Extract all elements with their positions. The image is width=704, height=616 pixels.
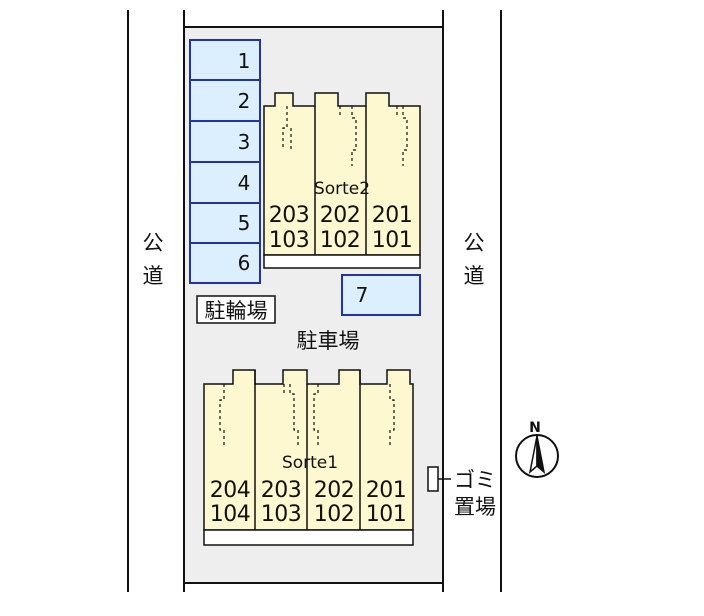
- parking-space-2: [189, 79, 261, 122]
- parking-space-label-5: 5: [238, 211, 251, 235]
- unit-204: 204: [210, 478, 251, 503]
- building-sorte1-balcony: [203, 529, 414, 546]
- right-road-label-2: 道: [464, 264, 485, 288]
- unit-203: 203: [269, 203, 310, 228]
- unit-202: 202: [320, 203, 361, 228]
- unit-203: 203: [261, 478, 302, 503]
- parking-space-label-6: 6: [238, 251, 251, 275]
- garbage-label-2: 置場: [454, 495, 496, 519]
- garbage-label-1: ゴミ: [454, 468, 496, 492]
- left-road-label-1: 公: [143, 231, 164, 255]
- parking-space-6: [189, 242, 261, 284]
- parking-space-label-1: 1: [238, 49, 251, 73]
- building-sorte1-interior: [219, 384, 395, 445]
- unit-103: 103: [261, 502, 302, 527]
- right-road-label-1: 公: [464, 231, 485, 255]
- building-sorte1: Sorte1 204 104 203 103 202 102 201 101: [203, 369, 414, 546]
- unit-201: 201: [366, 478, 407, 503]
- unit-202: 202: [314, 478, 355, 503]
- unit-201: 201: [372, 203, 413, 228]
- parking-space-7: [341, 274, 421, 316]
- building-sorte2: Sorte2 203 103 202 102 201 101: [263, 92, 421, 269]
- unit-104: 104: [210, 502, 251, 527]
- parking-space-label-7: 7: [356, 283, 369, 307]
- unit-101: 101: [366, 502, 407, 527]
- garbage-area-box: [427, 466, 439, 492]
- building-sorte1-name: Sorte1: [282, 453, 338, 473]
- unit-102: 102: [320, 228, 361, 253]
- building-sorte2-balcony: [263, 254, 421, 269]
- bicycle-parking-box: [196, 295, 276, 324]
- parking-space-label-2: 2: [238, 89, 251, 113]
- parking-space-label-4: 4: [238, 171, 251, 195]
- parking-space-5: [189, 202, 261, 244]
- compass-north-label: N: [529, 420, 541, 436]
- unit-102: 102: [314, 502, 355, 527]
- building-sorte2-name: Sorte2: [314, 179, 370, 199]
- parking-spaces: 1 2 3 4 5 6 7: [189, 39, 421, 316]
- unit-103: 103: [269, 228, 310, 253]
- building-sorte2-outline: [263, 92, 421, 256]
- compass-icon: N: [515, 420, 559, 478]
- building-sorte2-interior: [282, 106, 408, 166]
- parking-lot-label: 駐車場: [297, 329, 360, 353]
- parking-space-label-3: 3: [238, 130, 251, 154]
- parking-space-4: [189, 161, 261, 204]
- bicycle-parking-label: 駐輪場: [205, 299, 268, 323]
- parking-space-1: [189, 39, 261, 81]
- unit-101: 101: [372, 228, 413, 253]
- left-road-label-2: 道: [143, 264, 164, 288]
